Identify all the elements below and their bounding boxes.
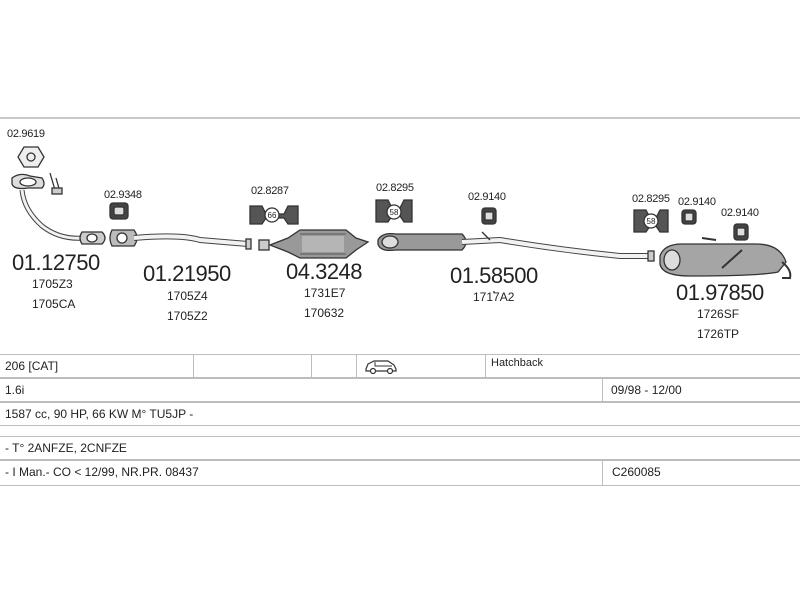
part-label-02-9140: 02.9140 — [721, 207, 759, 219]
gasket-clamp-icon — [249, 205, 299, 225]
part-oem-code: 1726TP — [697, 327, 740, 341]
catalytic-converter-icon — [258, 229, 370, 259]
rubber-hanger-icon — [481, 207, 497, 225]
info-row-engine-codes: - T° 2ANFZE, 2CNFZE — [0, 436, 800, 460]
part-label-02-9619: 02.9619 — [7, 128, 45, 140]
part-label-02-9140: 02.9140 — [468, 191, 506, 203]
part-oem-code: 1726SF — [697, 307, 740, 321]
part-number-rear-silencer: 01.97850 — [676, 280, 764, 305]
table-divider — [602, 379, 603, 401]
info-row-notes: - I Man.- CO < 12/99, NR.PR. 08437 C2600… — [0, 460, 800, 486]
engine-spec: 1587 cc, 90 HP, 66 KW M° TU5JP - — [5, 407, 194, 421]
rear-silencer-icon — [659, 237, 792, 279]
manifold-flange-icon — [11, 173, 45, 190]
engine-label: 1.6i — [5, 383, 25, 397]
part-oem-code: 1731E7 — [304, 286, 346, 300]
body-type: Hatchback — [491, 357, 543, 369]
front-pipe-icon — [19, 189, 106, 245]
info-row-model: 206 [CAT] Hatchback — [0, 354, 800, 378]
part-label-02-9140: 02.9140 — [678, 196, 716, 208]
part-oem-code: 1705CA — [32, 297, 76, 311]
marker-dot — [493, 291, 495, 293]
part-number-middle-silencer: 01.58500 — [450, 263, 538, 288]
table-divider — [311, 355, 312, 377]
clamp-badge-58: 58 — [647, 217, 656, 226]
car-side-icon — [364, 358, 398, 377]
reference-code: C260085 — [612, 465, 661, 479]
table-divider — [485, 355, 486, 377]
part-label-02-9348: 02.9348 — [104, 189, 142, 201]
part-oem-code: 1705Z2 — [167, 309, 208, 323]
middle-silencer-icon — [377, 231, 655, 262]
part-number-intermediate-pipe: 01.21950 — [143, 261, 231, 286]
part-label-02-8295: 02.8295 — [376, 182, 414, 194]
clamp-badge-66: 66 — [268, 211, 277, 220]
info-row-engine: 1.6i 09/98 - 12/00 — [0, 378, 800, 402]
engine-codes: - T° 2ANFZE, 2CNFZE — [5, 441, 127, 455]
fitment-notes: - I Man.- CO < 12/99, NR.PR. 08437 — [5, 465, 199, 479]
part-number-front-pipe: 01.12750 — [12, 250, 100, 275]
gasket-clamp-icon — [633, 209, 669, 233]
rubber-hanger-icon — [681, 209, 697, 225]
intermediate-pipe-icon — [109, 229, 252, 250]
rubber-hanger-icon — [733, 223, 749, 241]
part-oem-code: 1705Z4 — [167, 289, 208, 303]
part-label-02-8295: 02.8295 — [632, 193, 670, 205]
part-number-catalytic-converter: 04.3248 — [286, 259, 363, 284]
frame-top-line — [0, 117, 800, 119]
model-name: 206 [CAT] — [5, 359, 59, 373]
clamp-icon — [109, 202, 129, 220]
stud-bolt-icon — [49, 172, 63, 195]
table-divider — [602, 461, 603, 485]
info-row-spec: 1587 cc, 90 HP, 66 KW M° TU5JP - — [0, 402, 800, 426]
part-oem-code: 1717A2 — [473, 290, 515, 304]
exhaust-diagram: 66 58 58 — [11, 146, 792, 293]
table-divider — [356, 355, 357, 377]
part-oem-code: 1705Z3 — [32, 277, 73, 291]
gasket-clamp-icon — [375, 199, 413, 223]
table-divider — [193, 355, 194, 377]
clamp-badge-58: 58 — [390, 208, 399, 217]
flange-gasket-icon — [17, 146, 45, 168]
part-label-02-8287: 02.8287 — [251, 185, 289, 197]
production-date-range: 09/98 - 12/00 — [611, 383, 682, 397]
part-oem-code: 170632 — [304, 306, 345, 320]
